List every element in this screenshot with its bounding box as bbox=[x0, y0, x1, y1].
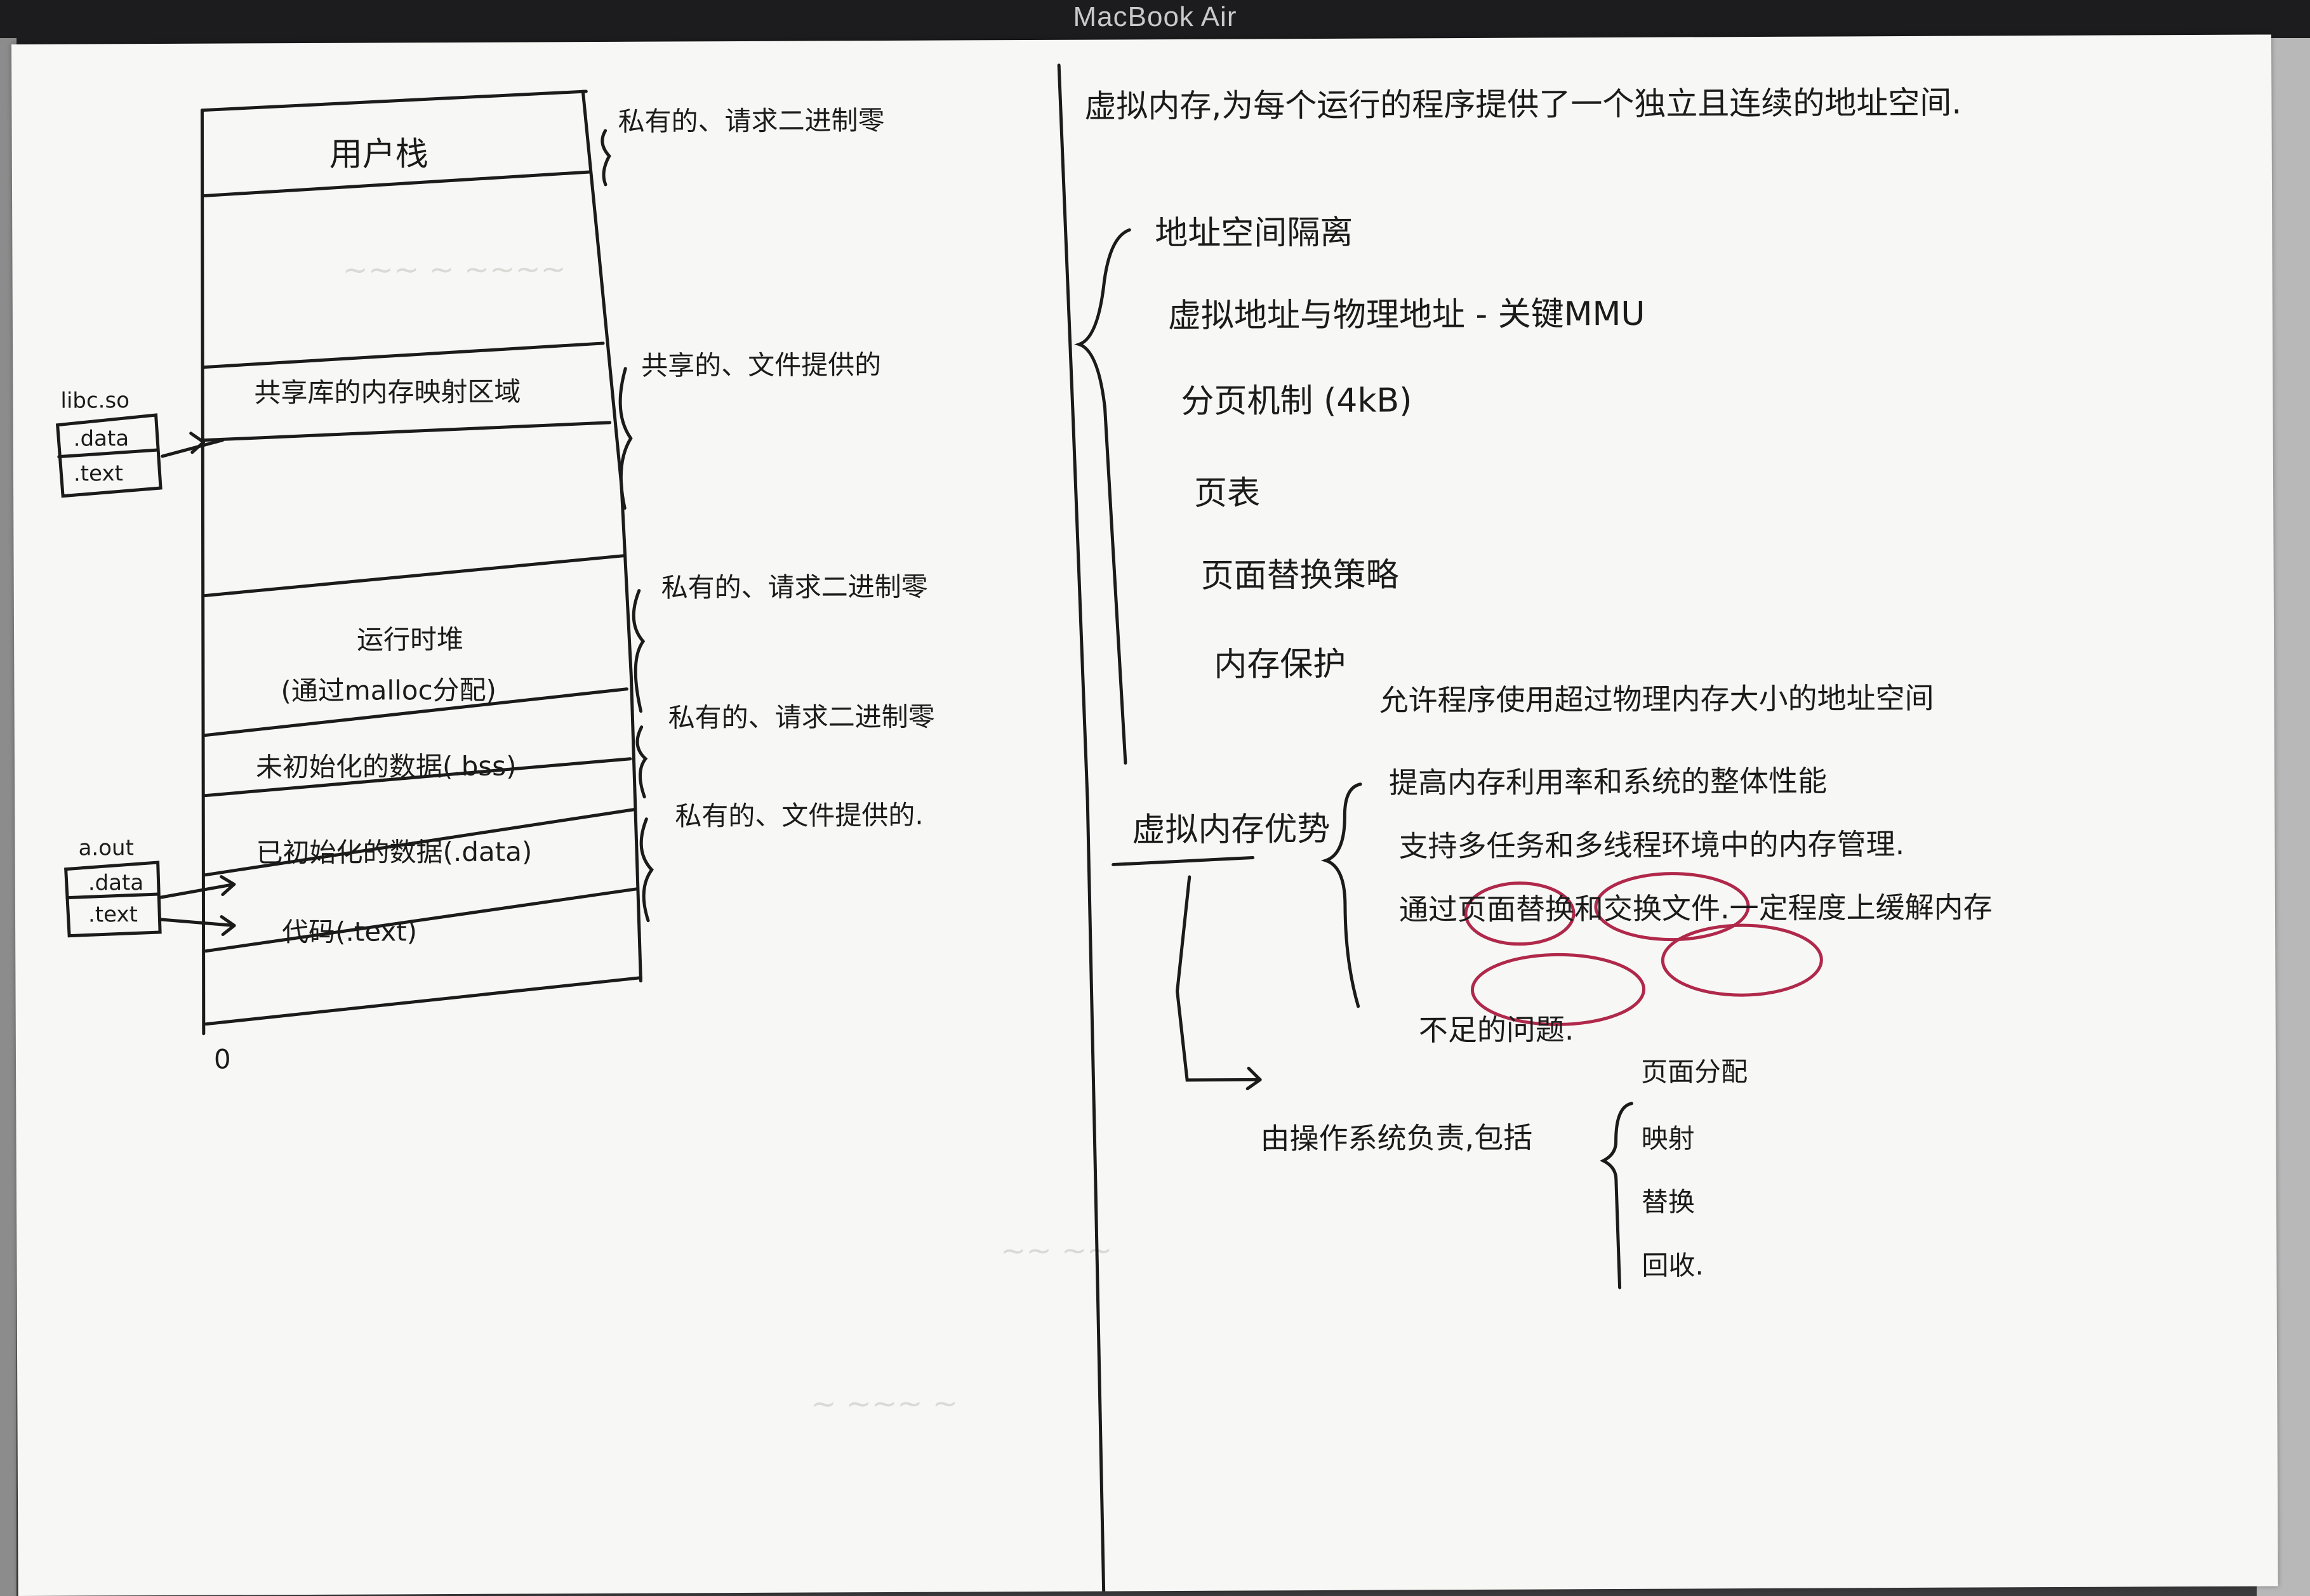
region-bss: 未初始化的数据(.bss) bbox=[255, 750, 517, 783]
libc-text-section: .text bbox=[73, 461, 123, 487]
stack-left-edge bbox=[200, 109, 206, 1036]
region-runtime-heap: 运行时堆 bbox=[356, 623, 464, 656]
advantage-item: 通过页面替换和交换文件.一定程度上缓解内存 bbox=[1398, 890, 1993, 927]
address-zero: 0 bbox=[213, 1043, 231, 1075]
aout-title: a.out bbox=[78, 835, 134, 861]
advantages-title: 虚拟内存优势 bbox=[1132, 810, 1331, 850]
libc-title: libc.so bbox=[60, 388, 130, 414]
region-user-stack: 用户栈 bbox=[329, 135, 428, 174]
topic-address-isolation: 地址空间隔离 bbox=[1155, 213, 1353, 253]
topic-virtual-physical: 虚拟地址与物理地址 - 关键MMU bbox=[1167, 294, 1645, 336]
note-heap: 私有的、请求二进制零 bbox=[661, 570, 928, 603]
topic-memory-protection: 内存保护 bbox=[1214, 645, 1346, 684]
note-shared-lib: 共享的、文件提供的 bbox=[641, 349, 882, 381]
highlight-circle bbox=[1471, 953, 1646, 1026]
note-paper: ~~~ ~ ~~~~ ~ ~~~ ~ ~~ ~~ bbox=[11, 34, 2278, 1596]
topic-page-replacement: 页面替换策略 bbox=[1200, 556, 1399, 595]
os-item: 回收. bbox=[1642, 1250, 1704, 1281]
stack-right-edge bbox=[581, 89, 642, 983]
region-text: 代码(.text) bbox=[281, 916, 418, 948]
advantage-item: 提高内存利用率和系统的整体性能 bbox=[1388, 763, 1828, 800]
pen-strokes bbox=[55, 63, 1823, 1593]
os-title: 由操作系统负责,包括 bbox=[1260, 1120, 1533, 1156]
region-shared-lib-mapping: 共享库的内存映射区域 bbox=[254, 376, 521, 409]
note-data-text: 私有的、文件提供的. bbox=[675, 799, 924, 832]
highlight-circle bbox=[1594, 872, 1750, 942]
note-user-stack: 私有的、请求二进制零 bbox=[618, 104, 885, 137]
region-data: 已初始化的数据(.data) bbox=[256, 836, 533, 869]
topic-page-table: 页表 bbox=[1193, 474, 1261, 513]
region-heap-malloc-note: (通过malloc分配) bbox=[281, 674, 497, 707]
os-item: 映射 bbox=[1641, 1123, 1695, 1154]
note-bss: 私有的、请求二进制零 bbox=[668, 701, 935, 734]
os-item: 替换 bbox=[1641, 1186, 1696, 1218]
advantage-item: 允许程序使用超过物理内存大小的地址空间 bbox=[1379, 680, 1934, 718]
advantage-item: 支持多任务和多线程环境中的内存管理. bbox=[1398, 827, 1905, 864]
vm-headline: 虚拟内存,为每个运行的程序提供了一个独立且连续的地址空间. bbox=[1084, 84, 1962, 125]
highlight-circle bbox=[1661, 923, 1823, 997]
aout-data-section: .data bbox=[88, 870, 144, 896]
topic-paging: 分页机制 (4kB) bbox=[1181, 381, 1412, 421]
highlight-circle bbox=[1464, 881, 1576, 946]
os-item: 页面分配 bbox=[1640, 1056, 1748, 1088]
advantage-item: 不足的问题. bbox=[1418, 1012, 1574, 1048]
aout-text-section: .text bbox=[88, 902, 138, 928]
libc-data-section: .data bbox=[73, 426, 129, 452]
device-label: MacBook Air bbox=[1073, 1, 1237, 32]
